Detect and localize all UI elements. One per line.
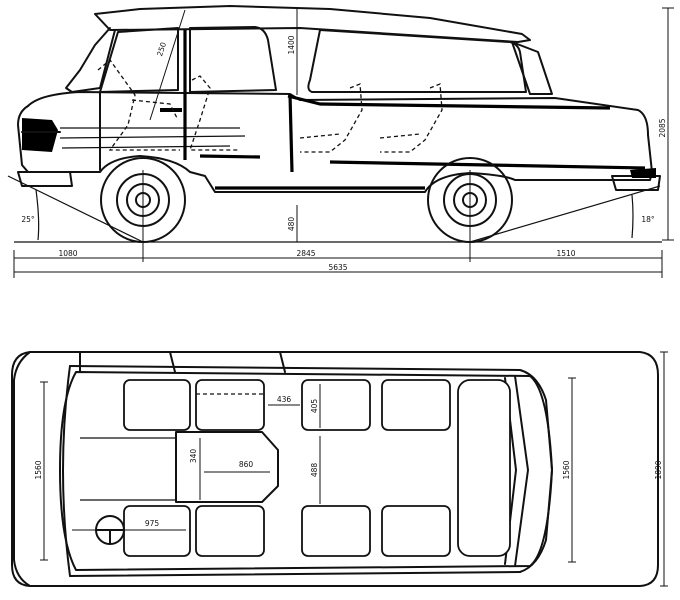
rear-overhang-label: 1510 (556, 249, 575, 258)
ground-clearance-label: 480 (287, 217, 296, 232)
front-track-label: 1560 (34, 460, 43, 479)
front-seat-top-right (195, 379, 265, 431)
middle-seat-outline (189, 75, 240, 151)
approach-arc (35, 189, 40, 241)
side-view: 1080 2845 1510 5635 2085 1400 480 250 25… (7, 5, 674, 278)
rear-window (307, 29, 527, 93)
side-trim-low (61, 145, 231, 149)
departure-arc (631, 194, 634, 239)
steering-offset-label: 975 (145, 519, 160, 528)
table-partition (80, 437, 176, 501)
front-overhang-label: 1080 (58, 249, 77, 258)
table (175, 431, 279, 503)
interior-height-label: 1400 (287, 35, 296, 54)
rear-panel-top (519, 369, 553, 573)
front-panel-top (62, 365, 71, 577)
top-view: 436 405 340 860 488 975 1560 1560 1890 (11, 351, 668, 587)
overall-width-dim (660, 351, 668, 587)
approach-angle-line (7, 175, 144, 243)
overall-height-label: 2085 (658, 118, 667, 137)
windshield-frame (65, 27, 116, 93)
rear-seat-bottom (381, 505, 451, 557)
rear-seat-top (381, 379, 451, 431)
middle-seat-bottom (301, 505, 371, 557)
departure-angle-line (469, 185, 661, 243)
middle-window (189, 26, 277, 93)
overall-width-label: 1890 (654, 460, 663, 479)
aisle-width-label: 488 (310, 463, 319, 478)
wheelbase-label: 2845 (296, 249, 315, 258)
front-nose (17, 105, 29, 173)
side-sill-stripe (199, 154, 646, 170)
front-window (99, 27, 179, 93)
front-seat-top-left (123, 379, 191, 431)
rear-quarter-window (511, 41, 553, 95)
headlight (22, 118, 58, 152)
axle-markers (142, 170, 471, 246)
rear-track-label: 1560 (562, 460, 571, 479)
departure-angle-label: 18° (641, 215, 655, 224)
overall-length-label: 5635 (328, 263, 347, 272)
rear-track-dim (568, 377, 576, 563)
seat-depth-label: 405 (310, 399, 319, 414)
rear-seat-outline-2 (379, 83, 443, 153)
driver-seat (123, 505, 191, 557)
seat-offset-label: 250 (155, 41, 168, 58)
front-track-dim (40, 381, 48, 561)
driver-seat-outline (97, 59, 180, 151)
roof-line-top (69, 365, 521, 577)
dash-top-line (79, 351, 286, 373)
height-dim-line (662, 7, 674, 241)
table-width-label: 860 (239, 460, 254, 469)
door-pillar-rear (288, 93, 294, 173)
body-outline-top (11, 351, 659, 587)
table-depth-label: 340 (189, 449, 198, 464)
seat-offset-dim-line (149, 9, 186, 121)
lower-body (27, 134, 653, 193)
front-bumper-top (13, 351, 31, 587)
rear-bench-seat (457, 379, 511, 557)
roof-outline (94, 5, 531, 43)
front-bumper (17, 171, 73, 187)
side-trim-mid (59, 135, 246, 139)
body-beltline-dark (287, 94, 611, 110)
approach-angle-label: 25° (21, 215, 35, 224)
front-seat-bottom-right (195, 505, 265, 557)
seat-gap-label: 436 (277, 395, 292, 404)
tail-light (630, 168, 656, 178)
door-handle (160, 108, 182, 112)
middle-seat-top (301, 379, 371, 431)
rear-seat-outline-1 (299, 83, 363, 153)
length-dim-lines (13, 246, 663, 278)
